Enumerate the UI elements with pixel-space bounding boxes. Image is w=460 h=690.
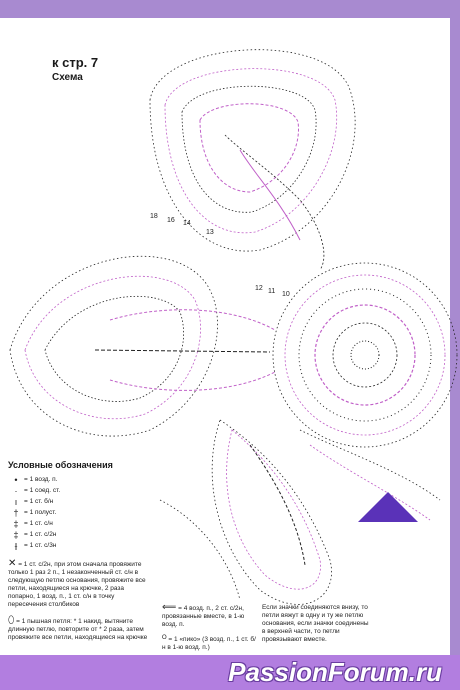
watermark: PassionForum.ru xyxy=(228,657,442,687)
row-number: 18 xyxy=(150,213,158,220)
legend-item: ⫲= 1 ст. с/3н xyxy=(8,540,148,551)
row-number: 13 xyxy=(206,229,214,236)
half-double-icon: † xyxy=(13,507,19,518)
double-treble-icon: ⫲ xyxy=(14,540,18,551)
double-crochet-icon: ‡ xyxy=(13,518,19,529)
legend-item: †= 1 полуст. xyxy=(8,507,148,518)
slip-stitch-icon: · xyxy=(14,485,18,496)
legend-item: ·= 1 соед. ст. xyxy=(8,485,148,496)
row-number: 12 xyxy=(255,285,263,292)
side-color-strip xyxy=(450,0,460,690)
top-color-band xyxy=(0,0,460,18)
chain-stitch-icon: • xyxy=(14,474,18,485)
picot-note: ᴼ = 1 «пико» (3 возд. п., 1 ст. б/н в 1-… xyxy=(162,633,256,652)
bottom-color-band xyxy=(0,655,460,690)
legend-item: ‡= 1 ст. с/2н xyxy=(8,529,148,540)
join-note: Если значки соединяются внизу, то петли … xyxy=(262,604,369,643)
picot-icon: ᴼ xyxy=(162,633,167,643)
legend-item: •= 1 возд. п. xyxy=(8,474,148,485)
puff-stitch-note: ⬯ = 1 пышная петля: * 1 накид, вытяните … xyxy=(8,615,148,642)
row-number: 10 xyxy=(282,291,290,298)
row-number: 16 xyxy=(167,217,175,224)
scheme-title: Схема xyxy=(52,72,83,83)
legend-item: ı= 1 ст. б/н xyxy=(8,496,148,507)
cross-stitch-note: ✕ = 1 ст. с/2н, при этом сначала провяжи… xyxy=(8,558,146,609)
row-number: 11 xyxy=(268,288,275,295)
crochet-diagram: 18 16 14 13 12 11 10 xyxy=(9,49,458,605)
chain-cluster-icon: ⟸ xyxy=(162,602,177,613)
treble-crochet-icon: ‡ xyxy=(13,529,19,540)
legend-title: Условные обозначения xyxy=(8,460,113,470)
row-number: 14 xyxy=(183,220,191,227)
upper-petal xyxy=(149,49,356,271)
lower-leaf xyxy=(159,419,441,605)
chain-cluster-note: ⟸ = 4 возд. п., 2 ст. с/2н, провязанные … xyxy=(162,602,245,629)
left-leaf xyxy=(9,255,276,437)
legend-item: ‡= 1 ст. с/н xyxy=(8,518,148,529)
legend: Условные обозначения •= 1 возд. п. ·= 1 … xyxy=(8,460,148,551)
puff-stitch-icon: ⬯ xyxy=(8,615,15,626)
page-reference: к стр. 7 xyxy=(52,55,99,70)
start-triangle-marker xyxy=(358,492,418,522)
single-crochet-icon: ı xyxy=(14,496,18,507)
center-flower xyxy=(272,262,458,448)
